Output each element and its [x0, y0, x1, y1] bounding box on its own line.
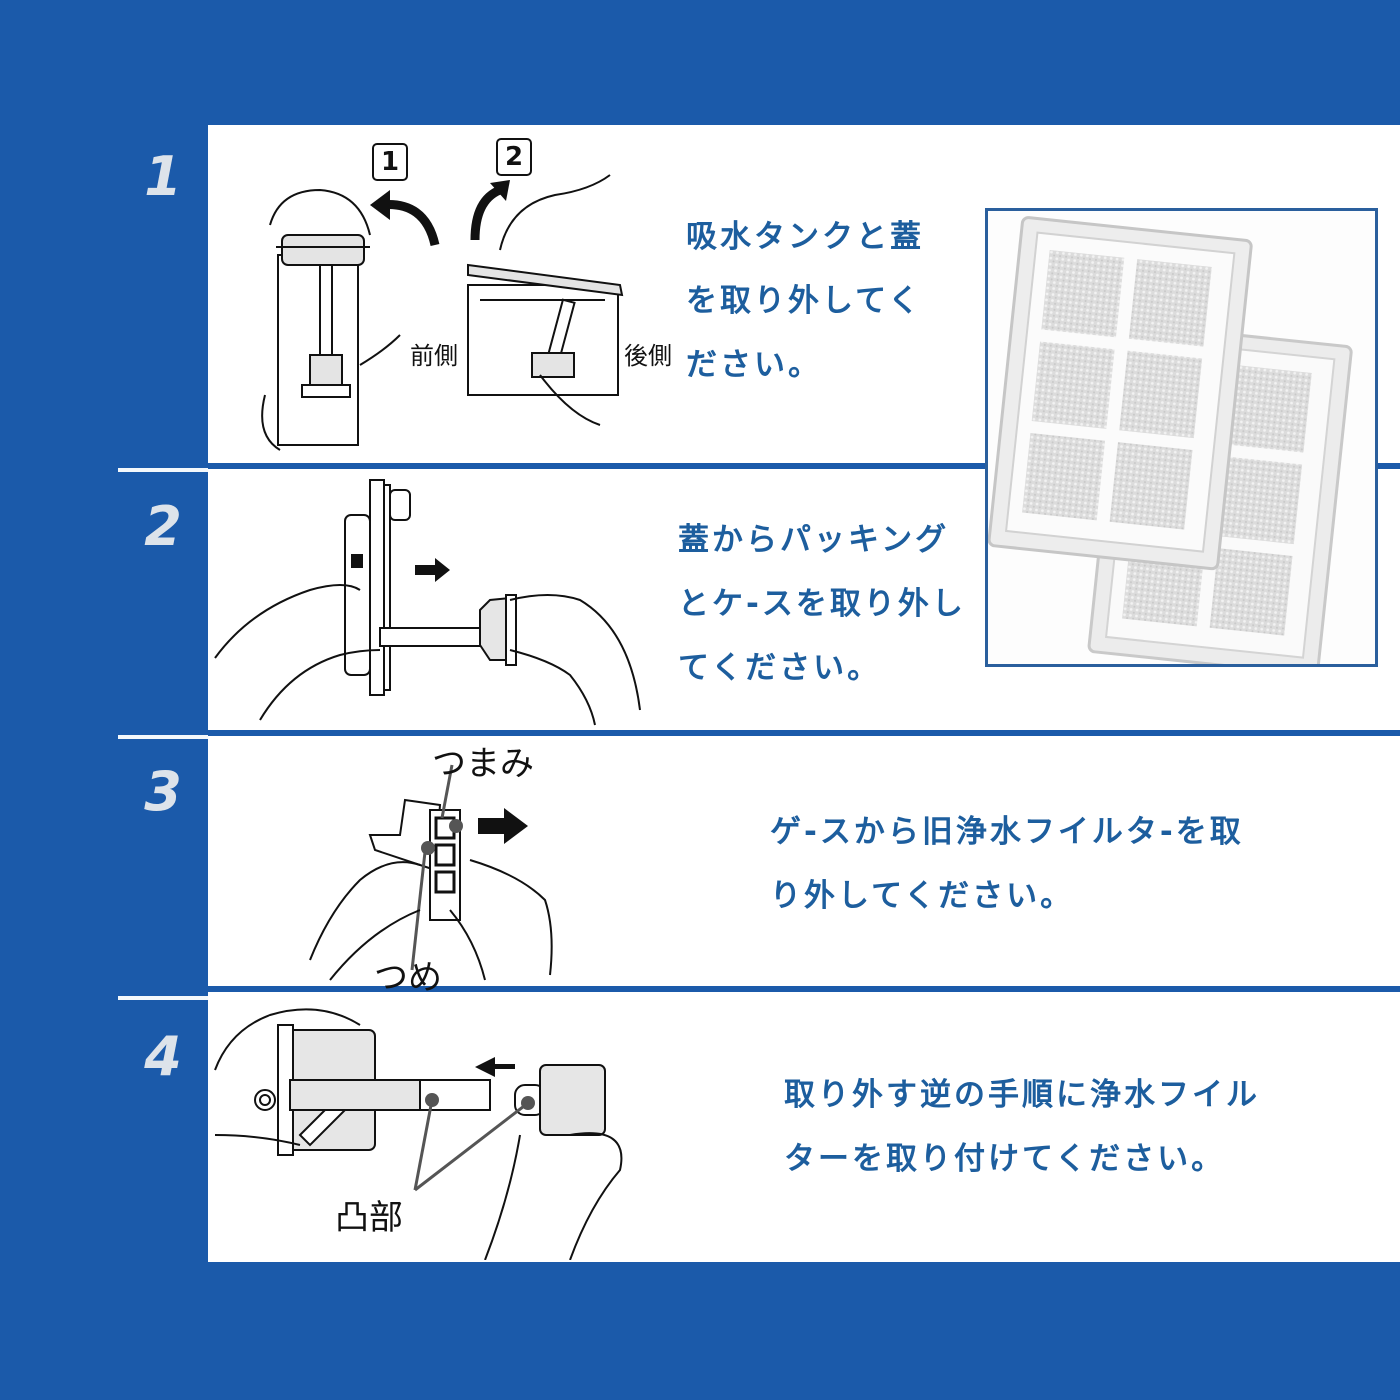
knob-label: つまみ	[432, 744, 534, 784]
claw-label: つめ	[374, 958, 442, 998]
step-4-illustration	[214, 1008, 623, 1260]
step-2-instruction: 蓋からパッキング とケ-スを取り外し てください。	[678, 508, 966, 700]
step-1-instruction: 吸水タンクと蓋 を取り外してく ださい。	[686, 205, 924, 397]
step-divider-accent	[118, 468, 208, 472]
step-divider-accent	[118, 735, 208, 739]
instruction-line: てください。	[678, 650, 882, 686]
sub-step-2-badge: 2	[496, 138, 532, 176]
instruction-line: ゲ-スから旧浄水フイルタ-を取	[770, 814, 1244, 850]
step-divider	[208, 463, 1400, 469]
instruction-line: 吸水タンクと蓋	[686, 219, 924, 255]
protrusion-label: 凸部	[335, 1198, 403, 1238]
step-3-instruction: ゲ-スから旧浄水フイルタ-を取 り外してください。	[770, 800, 1244, 928]
step-number: 3	[144, 760, 182, 823]
step-number: 4	[144, 1025, 182, 1088]
filter-product-photo	[985, 208, 1378, 667]
instruction-line: を取り外してく	[686, 283, 923, 319]
instruction-line: とケ-スを取り外し	[678, 586, 966, 622]
instruction-line: 蓋からパッキング	[678, 522, 950, 558]
instruction-line: 取り外す逆の手順に浄水フイル	[784, 1077, 1260, 1113]
step-1-illustration	[261, 174, 624, 451]
front-side-label: 前側	[410, 342, 458, 370]
instruction-line: ださい。	[686, 347, 822, 383]
step-divider	[208, 730, 1400, 736]
step-2-illustration	[214, 479, 641, 726]
back-side-label: 後側	[624, 342, 672, 370]
step-divider	[208, 986, 1400, 992]
instruction-line: り外してください。	[770, 878, 1075, 914]
step-number: 1	[144, 145, 182, 208]
sub-step-1-badge: 1	[372, 143, 408, 181]
filter-cartridge-image	[988, 216, 1353, 664]
step-number: 2	[144, 495, 182, 558]
instruction-line: ターを取り付けてください。	[784, 1141, 1226, 1177]
step-4-instruction: 取り外す逆の手順に浄水フイル ターを取り付けてください。	[784, 1063, 1260, 1191]
step-3-illustration	[309, 764, 553, 981]
step-divider-accent	[118, 996, 208, 1000]
